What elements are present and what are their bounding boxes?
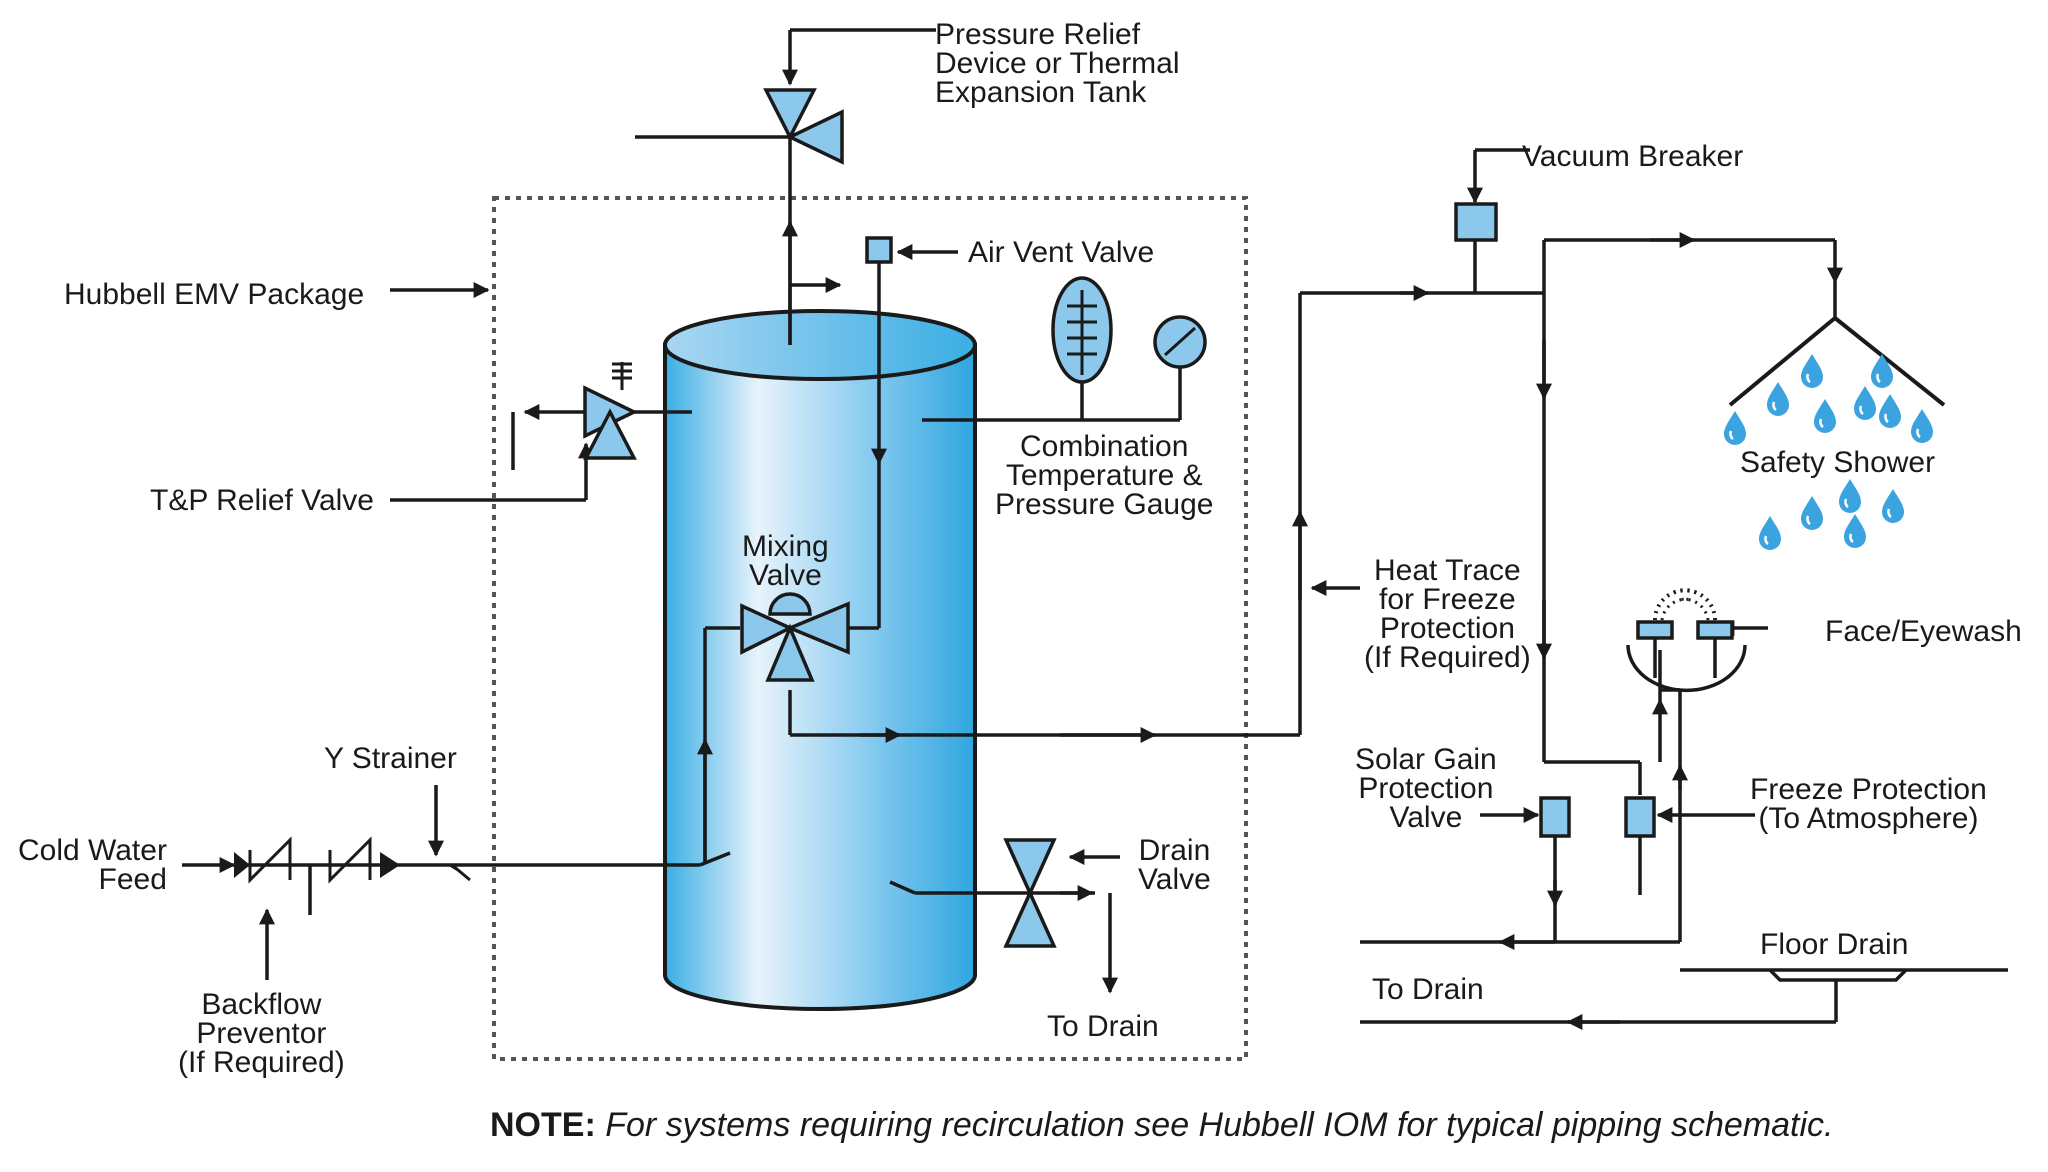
package-boundary: [492, 196, 1248, 1061]
tp-relief-label: T&P Relief Valve: [150, 484, 374, 517]
face-eyewash-label: Face/Eyewash: [1825, 615, 2022, 648]
mixing-valve-label: Mixing Valve: [742, 530, 829, 592]
water-heater-tank: [663, 309, 977, 1011]
valve-symbols: [583, 88, 1734, 948]
vacuum-breaker-label: Vacuum Breaker: [1522, 140, 1744, 173]
right-to-drain-label: To Drain: [1372, 973, 1484, 1006]
note-text: For systems requiring recirculation see …: [595, 1106, 1834, 1144]
piping-lines: [182, 28, 2008, 1030]
shower-head: [1728, 316, 1946, 407]
floor-drain-label: Floor Drain: [1760, 928, 1909, 961]
heat-trace-label: Heat Trace for Freeze Protection (If Req…: [1364, 554, 1531, 674]
note-prefix: NOTE:: [490, 1106, 596, 1144]
drain-valve-label: Drain Valve: [1138, 834, 1211, 896]
solar-gain-label: Solar Gain Protection Valve: [1355, 743, 1497, 834]
air-vent-label: Air Vent Valve: [968, 236, 1155, 269]
tank-to-drain-label: To Drain: [1047, 1010, 1159, 1043]
freeze-protection-label: Freeze Protection (To Atmosphere): [1750, 773, 1987, 835]
note-footer: NOTE: For systems requiring recirculatio…: [490, 1106, 1834, 1145]
backflow-preventor-label: Backflow Preventor (If Required): [178, 988, 345, 1079]
eyewash-spray: [1653, 588, 1717, 621]
y-strainer-label: Y Strainer: [324, 742, 457, 775]
hubbell-package-label: Hubbell EMV Package: [64, 278, 365, 311]
pressure-relief-label: Pressure Relief Device or Thermal Expans…: [935, 18, 1180, 109]
combo-gauge-label: Combination Temperature & Pressure Gauge: [995, 430, 1214, 521]
safety-shower-label: Safety Shower: [1740, 446, 1936, 479]
cold-water-feed-label: Cold Water Feed: [18, 834, 167, 896]
